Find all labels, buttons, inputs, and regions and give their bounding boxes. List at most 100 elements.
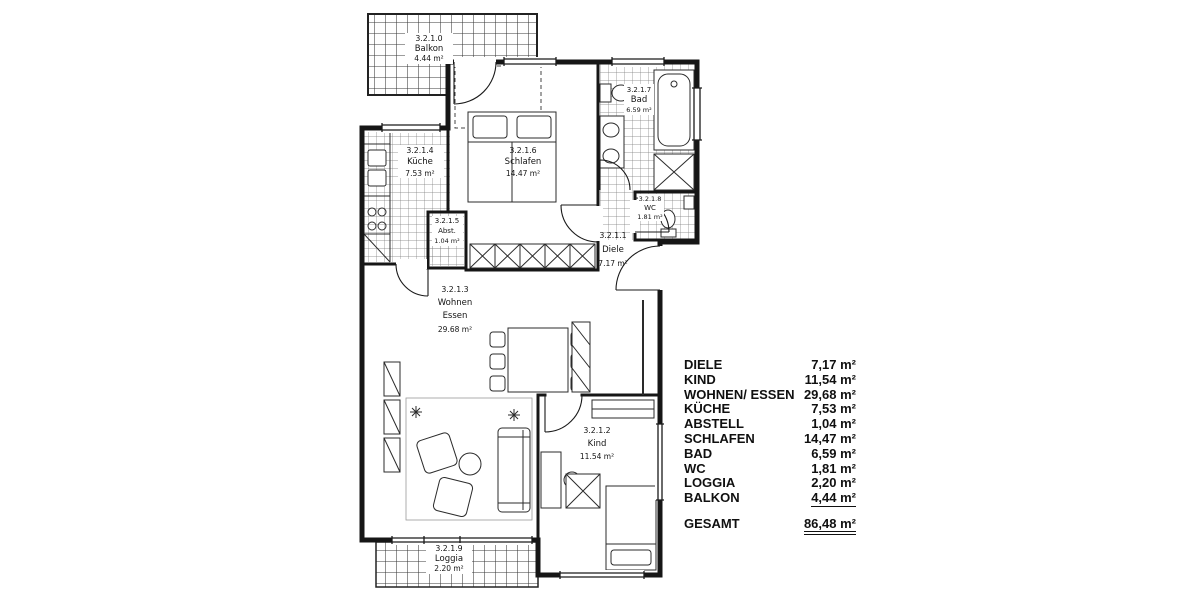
bath-sinks	[599, 115, 625, 169]
bath-door	[599, 159, 631, 191]
sofa	[497, 427, 531, 513]
plant-icon	[508, 409, 520, 421]
room-name: Küche	[407, 157, 433, 167]
kitchen-door	[395, 263, 429, 297]
legend-value: 7,53 m²	[811, 401, 856, 417]
room-label-bad: 3.2.1.7 Bad 6.59 m²	[624, 84, 654, 115]
room-label-abstell: 3.2.1.5 Abst. 1.04 m²	[432, 216, 463, 246]
armchair	[432, 476, 474, 518]
legend-label: DIELE	[684, 357, 723, 372]
room-name: Balkon	[415, 44, 444, 54]
wall-openings	[382, 57, 702, 580]
legend-label: KIND	[684, 371, 716, 387]
legend-label: SCHLAFEN	[684, 430, 755, 446]
legend-value: 6,59 m²	[811, 445, 856, 461]
room-area: 11.54 m²	[580, 452, 614, 461]
room-area: 4.44 m²	[414, 54, 443, 63]
wc-sink	[683, 195, 695, 210]
legend-row: KIND 11,54 m²	[684, 371, 856, 388]
room-area: 7.53 m²	[405, 169, 434, 178]
room-label-wohnen: 3.2.1.3 Wohnen Essen 29.68 m²	[438, 285, 473, 334]
dining-set	[489, 327, 587, 393]
room-area: 29.68 m²	[438, 325, 472, 334]
legend-row: SCHLAFEN 14,47 m²	[684, 430, 856, 447]
room-name: Wohnen	[438, 298, 473, 308]
room-id: 3.2.1.1	[599, 231, 626, 240]
room-name: Loggia	[435, 554, 463, 564]
armchair	[416, 432, 458, 474]
room-area: 6.59 m²	[626, 106, 652, 114]
room-id: 3.2.1.5	[435, 217, 460, 225]
legend-value: 29,68 m²	[803, 386, 856, 402]
room-label-kueche: 3.2.1.4 Küche 7.53 m²	[398, 145, 444, 178]
kids-bed	[605, 485, 657, 571]
doors	[395, 61, 670, 433]
legend-label: BALKON	[684, 490, 740, 506]
legend-row: WC 1,81 m²	[684, 460, 856, 477]
legend-row: DIELE 7,17 m²	[684, 357, 856, 373]
bathtub	[653, 69, 695, 151]
room-id: 3.2.1.4	[406, 146, 433, 155]
room-id: 3.2.1.8	[639, 195, 662, 203]
room-name: Abst.	[438, 227, 456, 235]
rug	[405, 397, 533, 521]
legend-row: KÜCHE 7,53 m²	[684, 402, 856, 417]
kids-door	[544, 394, 583, 433]
legend-row: BALKON 4,44 m²	[684, 490, 856, 507]
kitchen-window	[381, 123, 441, 132]
legend-value: 1,04 m²	[811, 416, 856, 432]
room-label-diele: 3.2.1.1 Diele 7.17 m²	[598, 231, 627, 268]
legend-label: BAD	[684, 445, 713, 461]
room-label-wc: 3.2.1.8 WC 1.81 m²	[637, 194, 664, 221]
room-area: 14.47 m²	[506, 169, 540, 178]
balcony-door	[453, 61, 497, 105]
legend-value: 2,20 m²	[811, 475, 856, 491]
legend-label: KÜCHE	[684, 401, 731, 417]
shower	[653, 153, 695, 191]
legend-total-label: GESAMT	[684, 515, 740, 531]
legend-label: WOHNEN/ ESSEN	[684, 386, 795, 402]
room-name: WC	[644, 204, 656, 212]
kitchen-counter	[363, 132, 391, 263]
area-legend: DIELE 7,17 m² KIND 11,54 m² WOHNEN/ ESSE…	[684, 357, 856, 535]
room-id: 3.2.1.0	[415, 34, 442, 43]
legend-total-value: 86,48 m²	[803, 516, 856, 535]
closet-row	[469, 243, 596, 269]
room-id: 3.2.1.7	[627, 86, 652, 94]
bath-window-top	[611, 57, 665, 66]
legend-total-row: GESAMT 86,48 m²	[684, 516, 856, 535]
room-label-loggia: 3.2.1.9 Loggia 2.20 m²	[426, 543, 472, 574]
kids-window-right	[656, 423, 664, 501]
legend-value: 4,44 m²	[811, 490, 856, 507]
legend-value: 14,47 m²	[803, 430, 856, 446]
room-name: Diele	[602, 245, 624, 255]
legend-value: 11,54 m²	[804, 371, 856, 387]
room-id: 3.2.1.3	[441, 285, 468, 294]
room-name: Essen	[443, 311, 468, 321]
room-area: 1.81 m²	[637, 213, 663, 221]
windows	[381, 57, 702, 579]
room-name: Schlafen	[505, 157, 542, 167]
room-area: 2.20 m²	[434, 564, 463, 573]
legend-label: WC	[684, 460, 706, 476]
room-id: 3.2.1.9	[435, 544, 462, 553]
entrance-door	[615, 245, 661, 291]
wall-shelves	[383, 361, 401, 473]
room-label-kind: 3.2.1.2 Kind 11.54 m²	[580, 426, 614, 461]
room-area: 7.17 m²	[598, 259, 627, 268]
bedroom-window	[503, 57, 557, 66]
bed-double	[467, 111, 557, 203]
legend-row: BAD 6,59 m²	[684, 445, 856, 462]
room-id: 3.2.1.2	[583, 426, 610, 435]
sink-basin	[367, 169, 387, 187]
kids-window-bottom	[559, 571, 645, 579]
room-label-balkon: 3.2.1.0 Balkon 4.44 m²	[405, 33, 453, 64]
room-label-schlafen: 3.2.1.6 Schlafen 14.47 m²	[505, 146, 542, 178]
legend-row: ABSTELL 1,04 m²	[684, 416, 856, 432]
legend-row: WOHNEN/ ESSEN 29,68 m²	[684, 386, 856, 403]
loggia-window-door	[391, 536, 533, 544]
room-name: Bad	[631, 95, 647, 105]
sink-basin	[367, 149, 387, 167]
